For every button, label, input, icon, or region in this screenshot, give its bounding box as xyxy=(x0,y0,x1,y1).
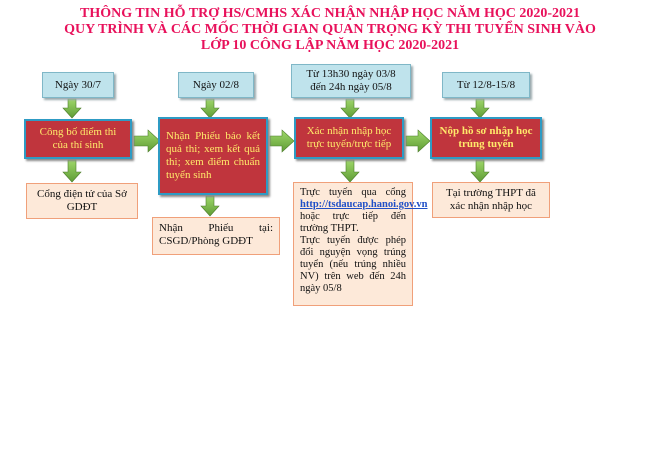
arrow-down-2 xyxy=(200,98,220,119)
note-text-1: Cổng điện tử của Sở GDĐT xyxy=(37,188,127,213)
step-label-1: Công bố điểm thi của thí sinh xyxy=(39,126,117,151)
arrow-down-5 xyxy=(62,159,82,183)
arrow-down-1 xyxy=(62,98,82,119)
step-box-2: Nhận Phiếu báo kết quả thi; xem kết quả … xyxy=(158,117,268,195)
step-label-3b: trực tuyến/trực tiếp xyxy=(306,138,392,150)
step-label-2: Nhận Phiếu báo kết quả thi; xem kết quả … xyxy=(166,130,260,181)
date-label-3a: Từ 13h30 ngày 03/8 xyxy=(306,68,396,80)
step-box-1: Công bố điểm thi của thí sinh xyxy=(24,119,132,159)
page-title-line3: LỚP 10 CÔNG LẬP NĂM HỌC 2020-2021 xyxy=(200,38,460,53)
note-box-4: Tại trường THPT đã xác nhận nhập học xyxy=(432,182,550,218)
date-box-2: Ngày 02/8 xyxy=(178,72,254,98)
arrow-right-1 xyxy=(133,129,161,153)
note-text-4: Tại trường THPT đã xác nhận nhập học xyxy=(446,187,536,212)
step-label-4: Nộp hồ sơ nhập học trúng tuyển xyxy=(439,125,533,150)
date-box-4: Từ 12/8-15/8 xyxy=(442,72,530,98)
arrow-right-3 xyxy=(405,129,431,153)
date-label-1: Ngày 30/7 xyxy=(54,78,102,91)
step-box-4: Nộp hồ sơ nhập học trúng tuyển xyxy=(430,117,542,159)
note-text-3c: Trực tuyến được phép đổi nguyện vọng trú… xyxy=(300,235,406,294)
arrow-down-8 xyxy=(470,159,490,183)
note-text-2: Nhận Phiếu tại: CSGD/Phòng GDĐT xyxy=(159,222,273,247)
arrow-right-2 xyxy=(269,129,295,153)
date-box-3: Từ 13h30 ngày 03/8 đến 24h ngày 05/8 xyxy=(291,64,411,98)
note-text-3b: hoặc trực tiếp đến trường THPT. xyxy=(300,211,406,234)
tsdaucap-link[interactable]: http://tsdaucap.hanoi.gov.vn xyxy=(300,199,428,210)
step-box-3: Xác nhận nhập học trực tuyến/trực tiếp xyxy=(294,117,404,159)
arrow-down-7 xyxy=(340,159,360,183)
note-box-2: Nhận Phiếu tại: CSGD/Phòng GDĐT xyxy=(152,217,280,255)
date-box-1: Ngày 30/7 xyxy=(42,72,114,98)
date-label-4: Từ 12/8-15/8 xyxy=(456,78,516,91)
arrow-down-4 xyxy=(470,98,490,119)
date-label-3b: đến 24h ngày 05/8 xyxy=(310,81,392,93)
note-box-3: Trực tuyến qua cổng http://tsdaucap.hano… xyxy=(293,182,428,306)
note-text-3a: Trực tuyến qua cổng xyxy=(300,187,406,198)
arrow-down-3 xyxy=(340,98,360,119)
date-label-2: Ngày 02/8 xyxy=(192,78,240,91)
note-box-1: Cổng điện tử của Sở GDĐT xyxy=(26,183,138,219)
arrow-down-6 xyxy=(200,195,220,217)
page-title-line2: QUY TRÌNH VÀ CÁC MỐC THỜI GIAN QUAN TRỌN… xyxy=(64,22,596,37)
step-label-3a: Xác nhận nhập học xyxy=(306,125,392,137)
page-title-line1: THÔNG TIN HỖ TRỢ HS/CMHS XÁC NHẬN NHẬP H… xyxy=(79,6,580,21)
